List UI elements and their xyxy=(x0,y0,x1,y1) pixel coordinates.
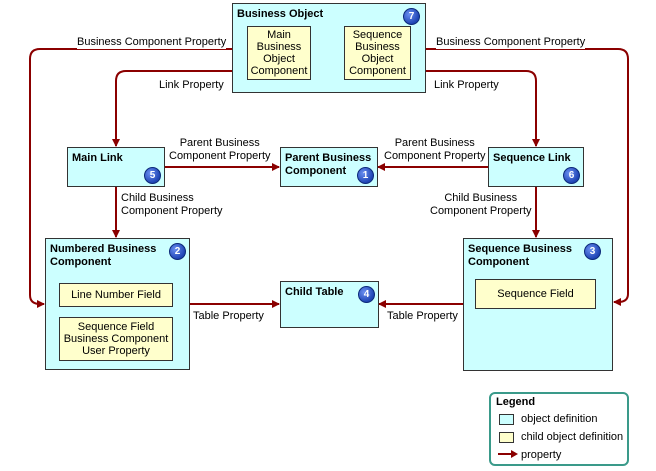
badge-3: 3 xyxy=(584,243,601,260)
legend-object-label: object definition xyxy=(521,413,598,425)
badge-1: 1 xyxy=(357,167,374,184)
node-title: Sequence Business Component xyxy=(468,243,572,268)
legend: Legend object definition child object de… xyxy=(489,392,629,466)
edge-label-parent-bc-property-left: Parent Business Component Property xyxy=(169,137,271,163)
badge-6: 6 xyxy=(563,167,580,184)
sequence-field[interactable]: Sequence Field xyxy=(475,279,596,309)
legend-property-arrow-icon xyxy=(498,450,518,458)
legend-child-object-swatch xyxy=(499,432,514,443)
badge-4: 4 xyxy=(358,286,375,303)
sequence-link-node[interactable]: Sequence Link 6 xyxy=(488,147,584,187)
edge-bo-to-main-link xyxy=(112,70,247,147)
node-title: Business Object xyxy=(237,8,324,20)
line-number-field[interactable]: Line Number Field xyxy=(59,283,173,307)
legend-title: Legend xyxy=(496,396,536,408)
edge-label-child-bc-property-left: Child Business Component Property xyxy=(121,192,223,218)
edge-label-bc-property-left: Business Component Property xyxy=(77,36,227,49)
edge-label-table-property-right: Table Property xyxy=(387,310,458,323)
sequence-field-bc-user-property[interactable]: Sequence Field Business Component User P… xyxy=(59,317,173,361)
edge-label-child-bc-property-right: Child Business Component Property xyxy=(430,192,532,218)
node-title: Numbered Business Component xyxy=(50,243,157,268)
edge-bo-to-numbered-bc xyxy=(29,48,232,308)
badge-7: 7 xyxy=(403,8,420,25)
parent-business-component-node[interactable]: Parent Business Component 1 xyxy=(280,147,378,187)
edge-label-bc-property-right: Business Component Property xyxy=(436,36,586,49)
edge-label-link-property-right: Link Property xyxy=(434,79,499,92)
main-link-node[interactable]: Main Link 5 xyxy=(67,147,165,187)
edge-bo-to-sequence-bc xyxy=(426,48,629,306)
node-title: Parent Business Component xyxy=(285,152,372,177)
edge-label-table-property-left: Table Property xyxy=(193,310,264,323)
edge-label-link-property-left: Link Property xyxy=(159,79,224,92)
legend-property-label: property xyxy=(521,449,562,461)
legend-child-object-label: child object definition xyxy=(521,431,624,443)
edge-label-parent-bc-property-right: Parent Business Component Property xyxy=(384,137,486,163)
badge-5: 5 xyxy=(144,167,161,184)
node-title: Sequence Link xyxy=(493,152,571,164)
edge-bo-to-sequence-link xyxy=(412,70,540,147)
sequence-business-object-component[interactable]: Sequence Business Object Component xyxy=(344,26,411,80)
node-title: Main Link xyxy=(72,152,123,164)
main-business-object-component[interactable]: Main Business Object Component xyxy=(247,26,311,80)
node-title: Child Table xyxy=(285,286,344,298)
child-table-node[interactable]: Child Table 4 xyxy=(280,281,379,328)
badge-2: 2 xyxy=(169,243,186,260)
legend-object-swatch xyxy=(499,414,514,425)
